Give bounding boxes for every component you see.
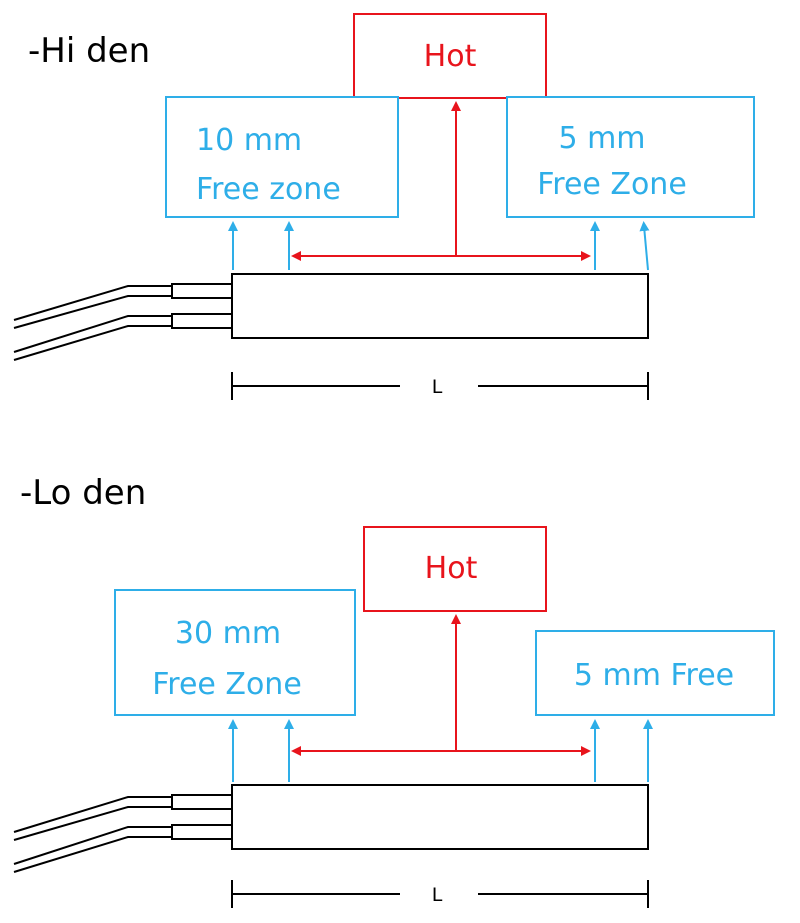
section-title: -Lo den (20, 473, 146, 513)
length-label: L (432, 376, 443, 398)
length-dimension (231, 372, 649, 400)
length-dimension (231, 880, 649, 908)
lead-sleeve-top (171, 794, 233, 810)
hot-label: Hot (425, 551, 478, 586)
right-free-arrow-outer (639, 221, 650, 271)
left-zone-line-2: Free Zone (152, 667, 302, 702)
lead-wires (13, 796, 172, 873)
section-hi-den: -Hi den Hot 10 mm Free zone 5 mm Free Zo… (13, 13, 755, 400)
lead-wires (13, 285, 172, 361)
right-zone-line-2: Free Zone (537, 167, 687, 202)
left-free-zone-box: 30 mm Free Zone (114, 589, 356, 716)
left-zone-line-2: Free zone (196, 172, 341, 207)
lead-sleeve-bottom (171, 313, 233, 329)
section-lo-den: -Lo den Hot 30 mm Free Zone 5 mm Free (13, 473, 775, 908)
hot-zone-box: Hot (363, 526, 547, 612)
lead-sleeve-top (171, 283, 233, 299)
left-zone-line-1: 30 mm (175, 616, 281, 651)
heater-body (231, 784, 649, 850)
length-label: L (432, 884, 443, 906)
right-zone-line-1: 5 mm (558, 121, 645, 156)
hot-zone-box: Hot (353, 13, 547, 99)
section-title: -Hi den (28, 31, 150, 71)
right-free-zone-box: 5 mm Free Zone (506, 96, 755, 218)
right-free-zone-box: 5 mm Free (535, 630, 775, 716)
heater-body (231, 273, 649, 339)
left-free-zone-box: 10 mm Free zone (165, 96, 399, 218)
lead-sleeve-bottom (171, 824, 233, 840)
left-zone-line-1: 10 mm (196, 123, 302, 158)
hot-label: Hot (424, 39, 477, 74)
right-zone-line-1: 5 mm Free (574, 658, 734, 693)
